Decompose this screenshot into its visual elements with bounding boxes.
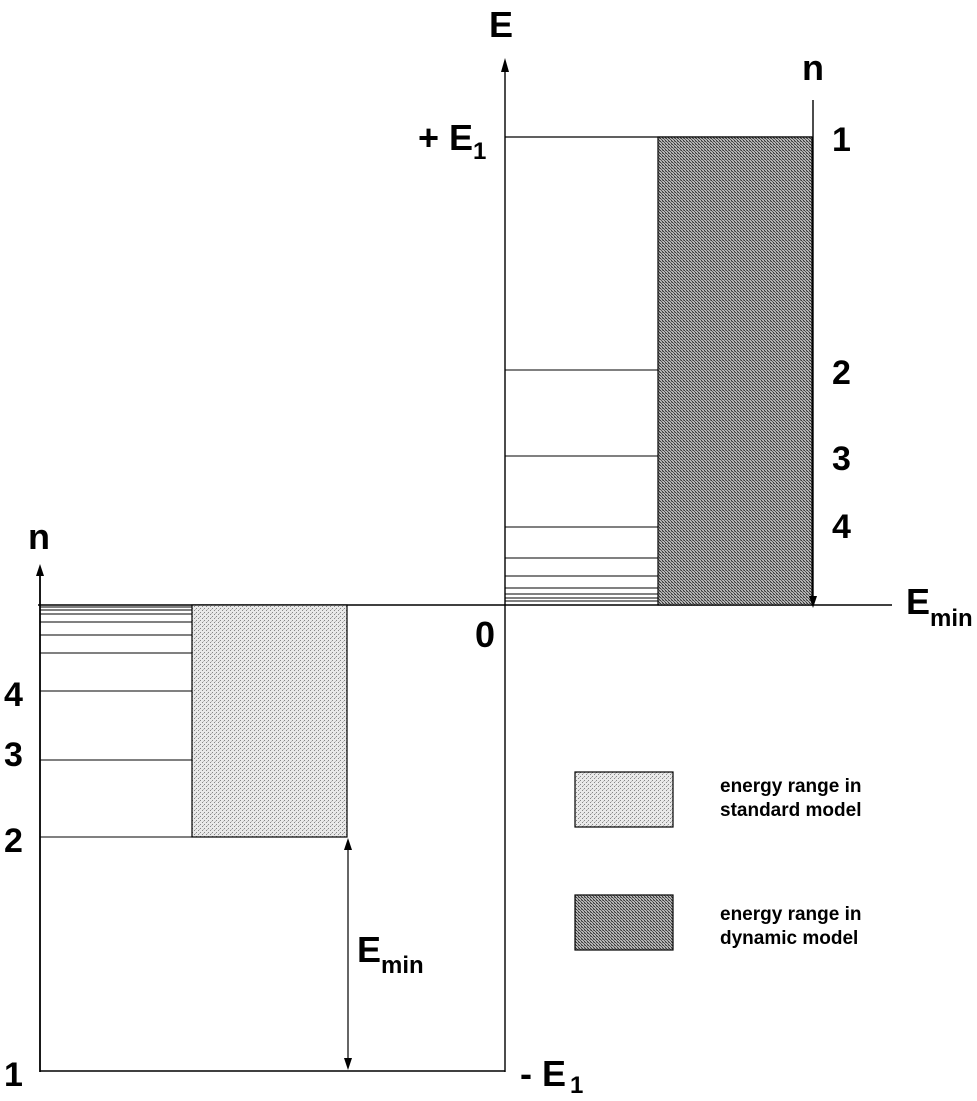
plus-e1-sub: 1 <box>473 138 486 165</box>
legend-dynamic-line1: energy range in <box>720 904 862 925</box>
upper-level-4: 4 <box>832 508 851 546</box>
e-min-axis-main: E <box>906 581 930 622</box>
standard-model-band <box>191 604 348 838</box>
lower-level-1: 1 <box>4 1056 23 1094</box>
lower-level-lines <box>40 606 347 838</box>
legend-dynamic-line2: dynamic model <box>720 928 858 949</box>
legend-standard-swatch <box>574 771 674 828</box>
lower-n-axis-arrowhead <box>36 564 44 576</box>
minus-e1-main: - E <box>520 1053 566 1094</box>
dynamic-model-band <box>657 136 813 606</box>
emin-arrow-sub: min <box>381 952 424 979</box>
minus-e1-sub: 1 <box>570 1072 583 1099</box>
upper-level-1: 1 <box>832 121 851 159</box>
emin-arrow-main: E <box>357 929 381 970</box>
plus-e1-main: + E <box>418 117 473 158</box>
legend-dynamic-swatch <box>574 894 674 951</box>
emin-arrow-label: Emin <box>357 929 424 979</box>
plus-e1-label: + E1 <box>418 117 486 165</box>
e-min-axis-sub: min <box>930 605 973 632</box>
lower-level-4: 4 <box>4 676 23 714</box>
lower-level-2: 2 <box>4 822 23 860</box>
upper-level-3: 3 <box>832 440 851 478</box>
upper-level-lines <box>505 369 658 602</box>
energy-axis-label: E <box>489 4 513 45</box>
lower-level-3: 3 <box>4 736 23 774</box>
legend: energy range in standard model energy ra… <box>574 771 862 951</box>
legend-standard-line2: standard model <box>720 800 861 821</box>
lower-n-axis-label: n <box>28 516 50 557</box>
origin-label: 0 <box>475 614 495 655</box>
upper-n-axis-arrowhead <box>809 596 817 608</box>
upper-level-2: 2 <box>832 354 851 392</box>
legend-standard-line1: energy range in <box>720 776 862 797</box>
upper-n-axis-label: n <box>802 47 824 88</box>
e-min-axis-label: Emin <box>906 581 973 632</box>
emin-arrowhead-bottom <box>344 1058 352 1070</box>
emin-arrowhead-top <box>344 838 352 850</box>
energy-axis-arrowhead <box>501 58 509 72</box>
